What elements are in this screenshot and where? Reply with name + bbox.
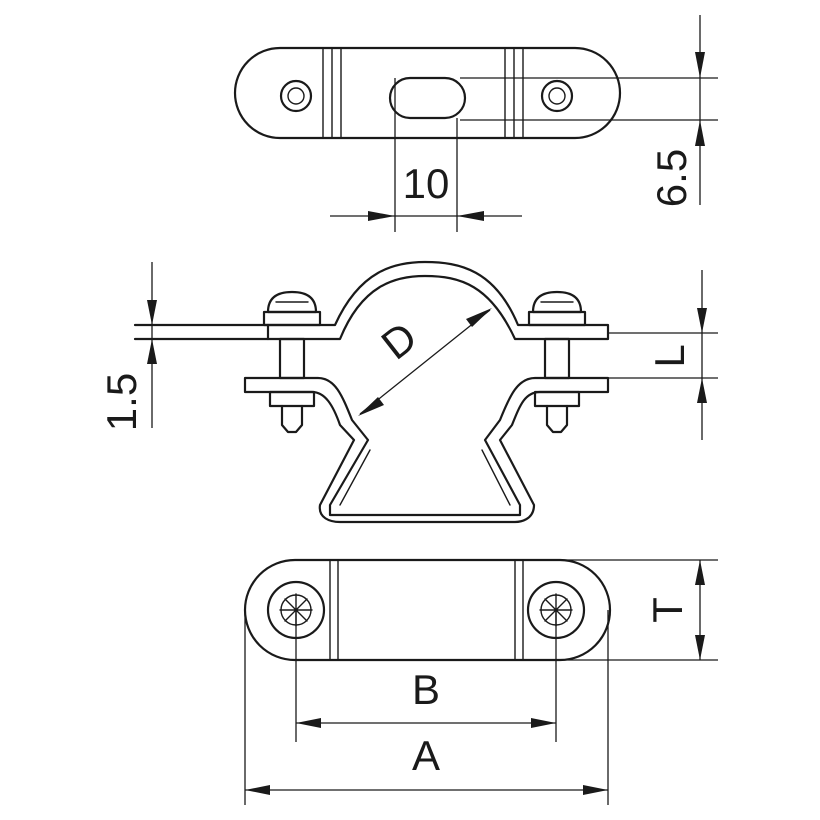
dim-label-overall-length: A: [412, 732, 440, 779]
dim-top-height: 6.5: [460, 15, 718, 207]
dim-label-diameter: D: [373, 313, 426, 369]
dim-label-sheet-thickness: 1.5: [98, 373, 145, 431]
top-slot: [388, 76, 467, 120]
dim-sheet-thickness: 1.5: [98, 262, 157, 431]
dim-arrow: [245, 785, 270, 795]
side-bolt-left: [262, 290, 322, 434]
top-hole-right: [540, 79, 574, 113]
bolt-shank: [543, 337, 571, 380]
bolt-head: [531, 290, 583, 314]
bolt-shank: [278, 337, 306, 380]
top-hole-left: [279, 79, 313, 113]
dim-arrow: [697, 378, 707, 403]
dim-label-top-height: 6.5: [648, 149, 695, 207]
dim-line: [359, 309, 491, 415]
dim-arrow: [531, 718, 556, 728]
dim-arrow: [457, 211, 484, 221]
dim-hole-spacing: B: [295, 610, 557, 742]
side-upper-plate-left: [133, 323, 270, 341]
dim-overall-length: A: [244, 610, 609, 805]
bolt-tip: [545, 404, 569, 434]
dim-arrow: [697, 308, 707, 333]
dim-arrow: [695, 560, 705, 585]
dim-arrow: [583, 785, 608, 795]
dim-label-hole-spacing: B: [412, 666, 440, 713]
dim-arrow: [368, 211, 395, 221]
side-foot-lines: [339, 449, 511, 506]
dim-arrow: [147, 300, 157, 325]
bolt-washer: [262, 310, 322, 327]
dim-label-slot-width: 10: [403, 160, 450, 207]
dim-arrow: [695, 52, 705, 78]
dim-arrow: [358, 397, 384, 416]
dim-label-thickness-t: T: [644, 597, 691, 623]
side-view: [133, 260, 610, 524]
dim-arrow: [695, 635, 705, 660]
dim-diameter: D: [358, 308, 492, 416]
bolt-tip: [280, 404, 304, 434]
top-hole-right-inner: [548, 87, 566, 105]
side-bolt-right: [527, 290, 587, 434]
top-view-outline: [233, 46, 622, 140]
side-clamp-strap-lower: [243, 376, 610, 524]
bolt-nut: [533, 390, 581, 408]
dim-bolt-length: L: [608, 270, 718, 440]
top-view: [233, 46, 622, 140]
bolt-head: [266, 290, 318, 314]
dim-arrow: [296, 718, 321, 728]
dim-slot-width: 10: [330, 78, 522, 232]
bottom-view: [243, 558, 612, 662]
dim-thickness-t: T: [560, 559, 718, 661]
side-clamp-strap-upper: [266, 260, 610, 341]
bolt-washer: [527, 310, 587, 327]
bolt-nut: [268, 390, 316, 408]
dim-arrow: [466, 308, 492, 327]
dim-arrow: [695, 120, 705, 146]
dim-arrow: [147, 339, 157, 364]
top-hole-left-inner: [287, 87, 305, 105]
dim-label-bolt-length: L: [646, 344, 693, 367]
